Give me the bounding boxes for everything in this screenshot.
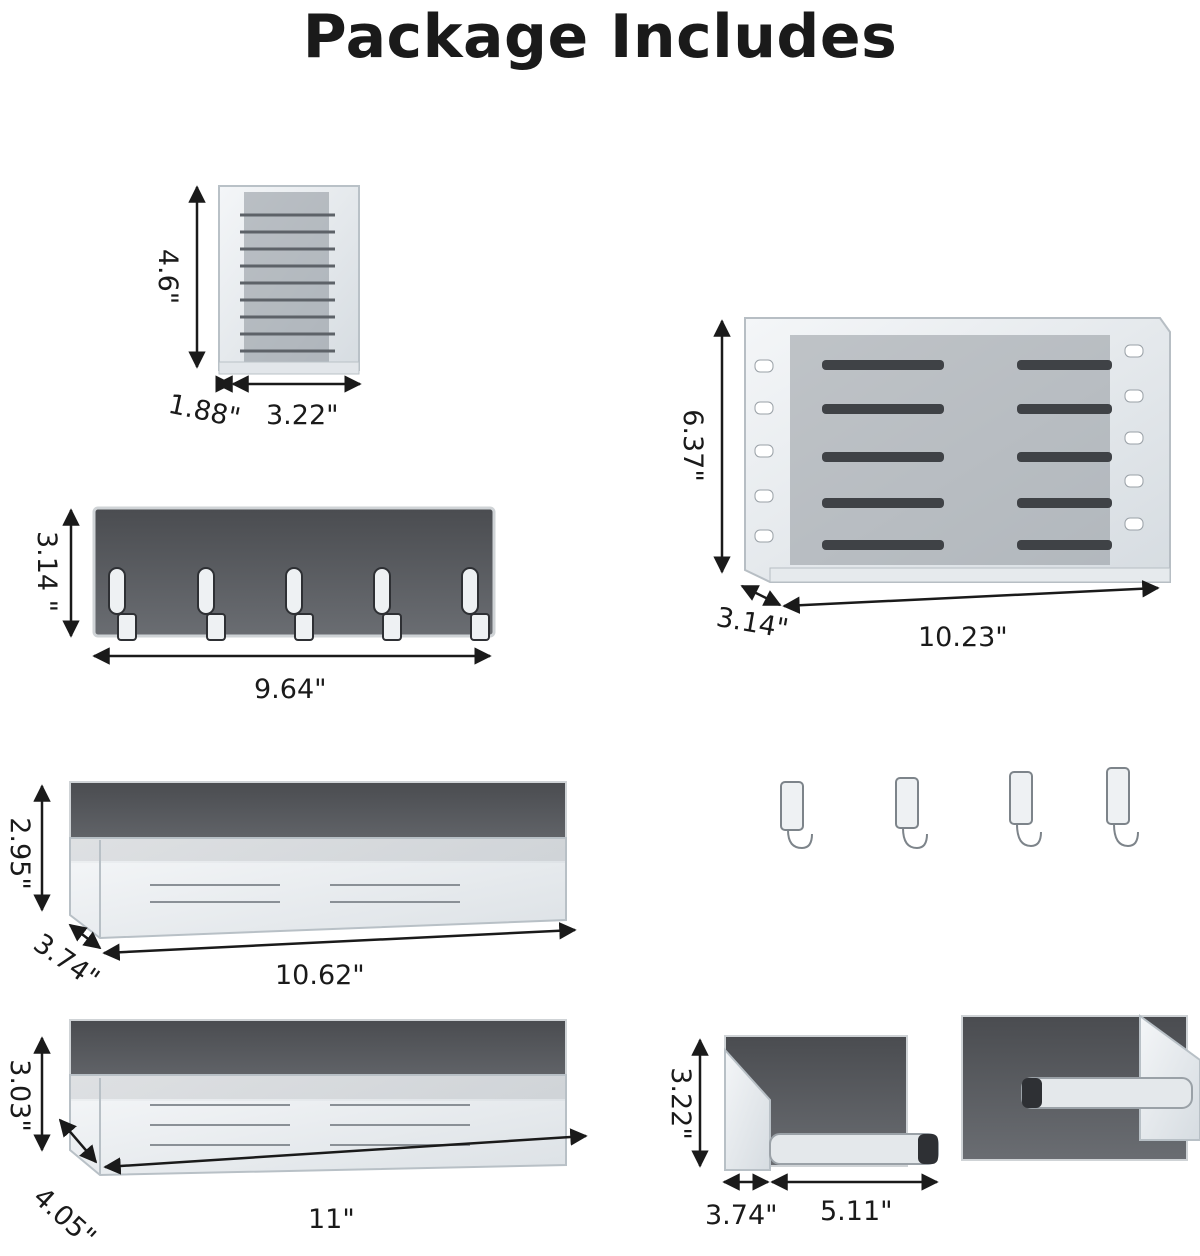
vertical-organizer (218, 185, 360, 375)
shelf-small (69, 781, 567, 940)
dimension-arrows (33, 185, 1160, 1191)
hook-rack (92, 506, 496, 641)
hook-rack-height-label: 3.14 " (31, 530, 63, 613)
shelf-small-width-label: 10.62" (275, 960, 365, 991)
shelf-large (69, 1019, 567, 1177)
paper-holder-height-label: 3.22" (664, 1067, 696, 1140)
organizer-large-height-label: 6.37" (676, 409, 708, 482)
shelf-large-width-label: 11" (308, 1204, 355, 1235)
organizer-large-width-label: 10.23" (918, 622, 1008, 653)
shelf-large-height-label: 3.03" (3, 1059, 35, 1132)
organizer-small-height-label: 4.6" (152, 248, 184, 305)
page-title: Package Includes (302, 2, 898, 72)
paper-holder-width-label: 5.11" (820, 1196, 893, 1227)
organizer-small-width-label: 3.22" (266, 400, 339, 431)
shelf-small-height-label: 2.95" (3, 817, 35, 890)
small-hooks (780, 767, 1139, 850)
paper-holder-depth-label: 3.74" (705, 1200, 778, 1231)
paper-holders (724, 1014, 1200, 1171)
large-organizer (744, 317, 1171, 583)
hook-rack-width-label: 9.64" (254, 674, 327, 705)
